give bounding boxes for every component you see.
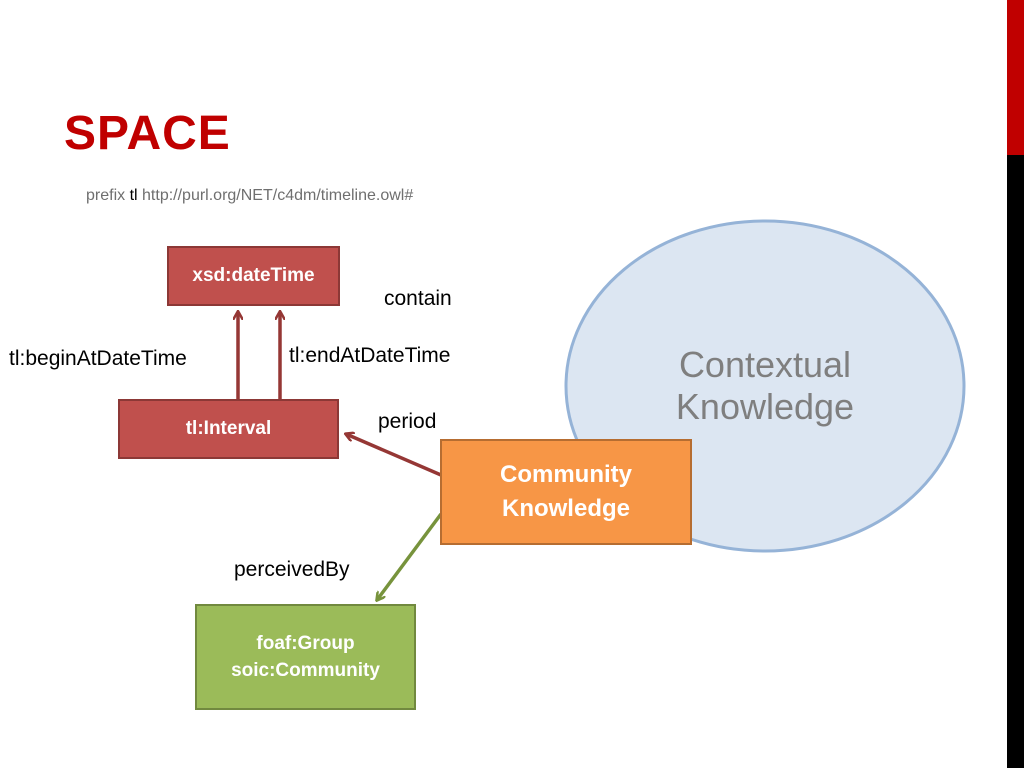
- tl-interval-label: tl:Interval: [185, 418, 272, 439]
- contain-label: contain: [384, 287, 452, 310]
- contextual-knowledge-line-2: Knowledge: [675, 386, 855, 427]
- slide-title: SPACE: [64, 107, 231, 160]
- community-knowledge-node: Community Knowledge: [440, 439, 692, 545]
- side-accent-bar-black: [1007, 155, 1024, 768]
- foaf-group-line-2: soic:Community: [231, 660, 380, 681]
- prefix-keyword: prefix: [86, 187, 126, 204]
- prefix-declaration: prefix tl http://purl.org/NET/c4dm/timel…: [86, 187, 413, 205]
- xsd-datetime-node: xsd:dateTime: [167, 246, 340, 306]
- foaf-group-line-1: foaf:Group: [256, 633, 355, 654]
- foaf-group-node: foaf:Group soic:Community: [195, 604, 416, 710]
- prefix-uri: http://purl.org/NET/c4dm/timeline.owl#: [142, 187, 414, 204]
- community-knowledge-line-2: Knowledge: [501, 495, 630, 522]
- period-edge: [346, 434, 442, 477]
- contextual-knowledge-line-1: Contextual: [678, 344, 852, 385]
- perceived-by-label: perceivedBy: [234, 558, 350, 581]
- side-accent-bar-red: [1007, 0, 1024, 155]
- contextual-knowledge-label: Contextual Knowledge: [632, 344, 898, 428]
- tl-interval-node: tl:Interval: [118, 399, 339, 459]
- xsd-datetime-label: xsd:dateTime: [192, 265, 315, 286]
- prefix-name: tl: [129, 187, 138, 204]
- perceived-by-edge: [377, 512, 443, 600]
- period-label: period: [378, 410, 437, 433]
- community-knowledge-line-1: Community: [500, 461, 632, 488]
- end-at-datetime-label: tl:endAtDateTime: [289, 344, 451, 367]
- begin-at-datetime-label: tl:beginAtDateTime: [9, 347, 187, 370]
